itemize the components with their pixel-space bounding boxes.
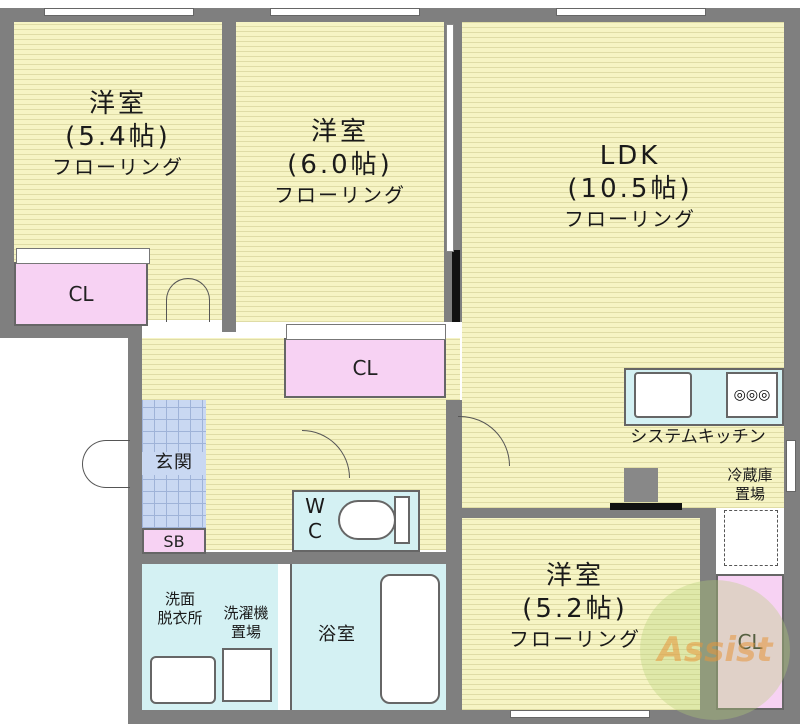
closet-3: CL xyxy=(716,574,784,710)
room-ldk-size: (10.5帖) xyxy=(567,173,693,204)
fridge-space xyxy=(724,510,778,566)
room-western2-name: 洋室 xyxy=(310,117,369,147)
wc-label-w: W xyxy=(305,494,325,518)
watermark-logo: Assist xyxy=(640,580,790,720)
floor-ldk xyxy=(462,22,784,508)
wall-accent-ldk xyxy=(610,503,682,510)
shoe-box: SB xyxy=(142,528,206,554)
washer-space xyxy=(222,648,272,702)
room-western1-name: 洋室 xyxy=(88,89,147,119)
room-western1-label: 洋室 (5.4帖) フローリング xyxy=(14,88,222,180)
room-ldk-label: LDK (10.5帖) フローリング xyxy=(510,140,750,232)
fridge-label-2: 置場 xyxy=(734,484,765,503)
room-ldk-floor: フローリング xyxy=(564,207,696,231)
window-w1 xyxy=(44,8,194,16)
wall-wet-top xyxy=(142,552,460,564)
washer-label-2: 置場 xyxy=(230,622,261,641)
room-ldk-name: LDK xyxy=(599,141,661,171)
floor-western3 xyxy=(462,512,700,710)
wc-label-c: C xyxy=(308,519,322,543)
room-western2-size: (6.0帖) xyxy=(287,149,393,180)
wall-left-lower xyxy=(128,318,142,714)
wc-label: W C xyxy=(298,494,332,544)
window-w2-ldk-slide xyxy=(446,24,454,252)
closet-1-doors xyxy=(16,248,150,264)
room-western3-name: 洋室 xyxy=(545,561,604,591)
window-w3 xyxy=(510,710,650,718)
wall-outer-left xyxy=(0,8,14,328)
bathtub-icon xyxy=(380,574,440,704)
door-w1 xyxy=(166,278,210,322)
kitchen-sink-icon xyxy=(634,372,692,418)
window-ldk-side xyxy=(786,440,796,492)
closet-2-doors xyxy=(286,324,446,340)
wall-ldk-w3 xyxy=(462,508,700,518)
window-ldk xyxy=(556,8,706,16)
room-western3-label: 洋室 (5.2帖) フローリング xyxy=(470,560,680,652)
pillar xyxy=(624,468,658,502)
closet-1: CL xyxy=(14,262,148,326)
entrance-label: 玄関 xyxy=(142,452,206,475)
room-western2-label: 洋室 (6.0帖) フローリング xyxy=(236,116,444,208)
wall-w3-left xyxy=(446,520,462,714)
washroom-label: 洗面 脱衣所 xyxy=(146,590,214,628)
room-western1-size: (5.4帖) xyxy=(65,121,171,152)
wall-accent-w2 xyxy=(452,250,460,322)
bathroom-label: 浴室 xyxy=(318,624,356,645)
wall-w3-right xyxy=(700,508,716,714)
wall-w1-w2 xyxy=(222,22,236,332)
floor-western2 xyxy=(236,22,444,322)
washer-label: 洗濯機 置場 xyxy=(212,604,280,642)
room-western3-floor: フローリング xyxy=(509,627,641,651)
stove-icon: ◎◎◎ xyxy=(726,372,778,418)
toilet-icon xyxy=(338,500,396,540)
room-western3-size: (5.2帖) xyxy=(522,593,628,624)
door-entrance xyxy=(82,440,130,488)
closet-2: CL xyxy=(284,338,446,398)
washroom-label-1: 洗面 xyxy=(164,590,195,608)
fridge-label: 冷蔵庫 置場 xyxy=(712,466,788,504)
toilet-tank-icon xyxy=(394,496,410,544)
wall-outer-right xyxy=(784,8,800,714)
fridge-label-1: 冷蔵庫 xyxy=(727,466,773,484)
washroom-label-2: 脱衣所 xyxy=(157,608,203,627)
washbasin-icon xyxy=(150,656,216,704)
room-western1-floor: フローリング xyxy=(52,155,184,179)
room-western2-floor: フローリング xyxy=(274,183,406,207)
watermark-text: Assist xyxy=(657,630,773,670)
window-w2 xyxy=(270,8,420,16)
washer-label-1: 洗濯機 xyxy=(223,604,269,622)
kitchen-label: システムキッチン xyxy=(630,427,766,447)
